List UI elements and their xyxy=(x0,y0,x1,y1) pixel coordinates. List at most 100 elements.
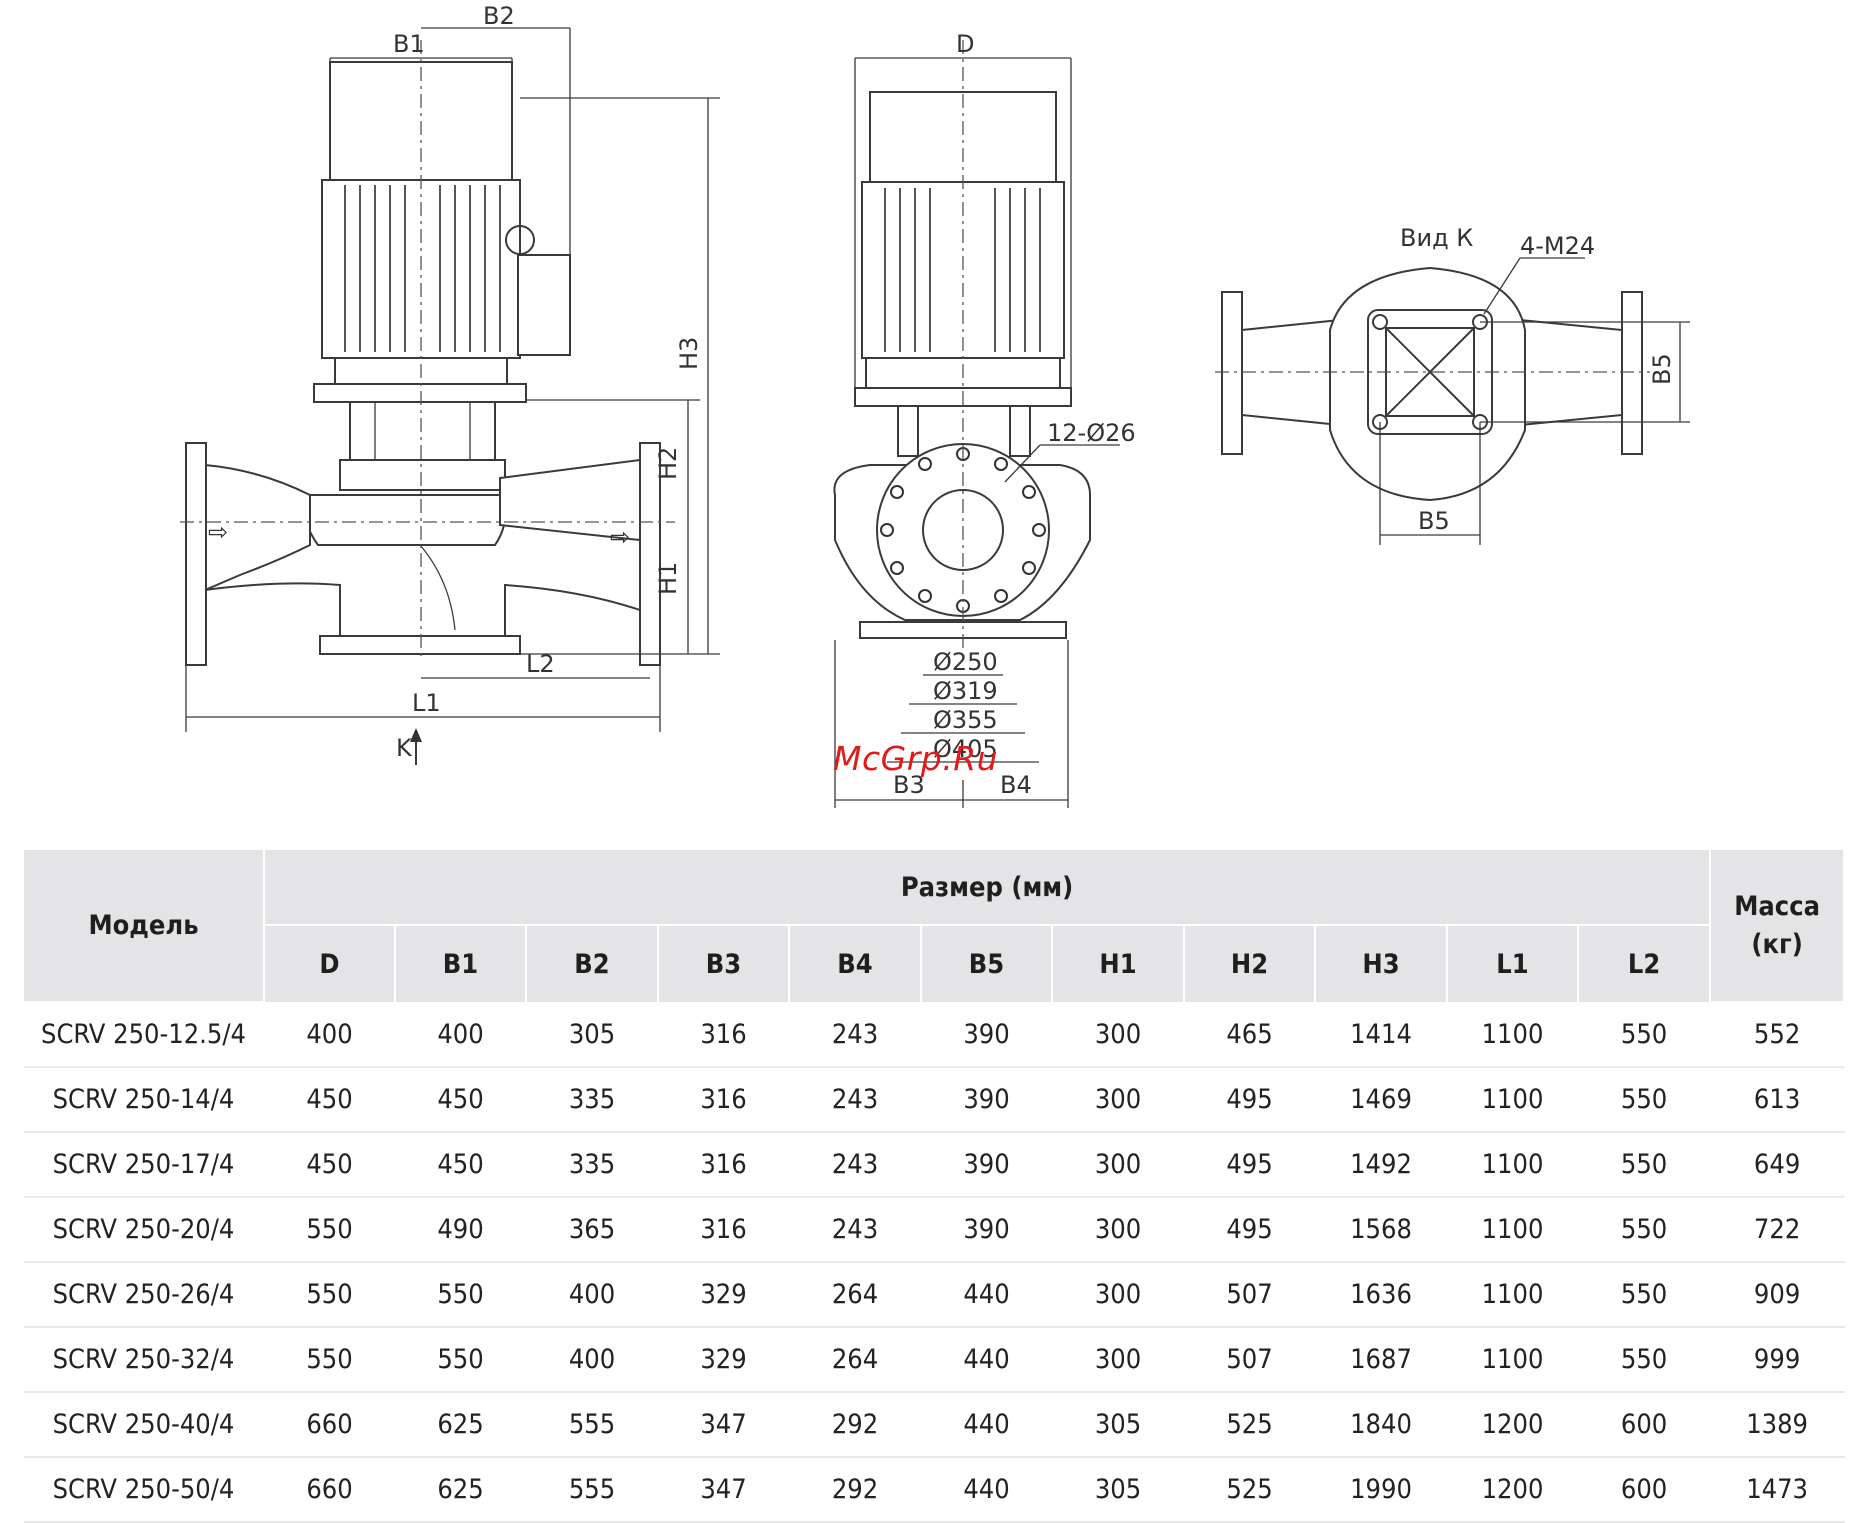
dimension-cell: 440 xyxy=(921,1327,1053,1393)
column-header: H2 xyxy=(1184,925,1316,1002)
mass-header-line1: Масса xyxy=(1734,890,1820,922)
dimension-cell: 316 xyxy=(658,1002,790,1068)
label-d319: Ø319 xyxy=(933,677,998,705)
dimension-cell: 264 xyxy=(789,1327,922,1393)
dimension-cell: 550 xyxy=(395,1327,527,1393)
dimension-cell: 450 xyxy=(395,1067,527,1133)
size-header: Размер (мм) xyxy=(264,850,1712,926)
pump-dimension-drawing: ⇨ ⇨ B1 B2 H3 H2 H1 L2 L1 K xyxy=(180,2,1690,808)
drawing-svg: ⇨ ⇨ B1 B2 H3 H2 H1 L2 L1 K xyxy=(180,2,1690,808)
dimension-cell: 507 xyxy=(1184,1262,1316,1328)
table-header-columns-row: D B1 B2 B3 B4 B5 H1 H2 H3 L1 L2 xyxy=(24,925,1844,1002)
dimension-cell: 305 xyxy=(1052,1457,1185,1523)
dimension-cell: 1687 xyxy=(1315,1327,1448,1393)
dimension-cell: 1100 xyxy=(1447,1132,1579,1198)
model-header: Модель xyxy=(24,850,265,1003)
watermark: McGrp.Ru xyxy=(833,739,999,778)
dimension-cell: 550 xyxy=(264,1327,396,1393)
dimension-cell: 440 xyxy=(921,1457,1053,1523)
dimension-cell: 335 xyxy=(526,1132,659,1198)
column-header: B2 xyxy=(526,925,659,1002)
dimension-cell: 400 xyxy=(395,1002,527,1068)
dimension-cell: 507 xyxy=(1184,1327,1316,1393)
label-b5-bottom: B5 xyxy=(1418,507,1450,535)
dimension-cell: 555 xyxy=(526,1392,659,1458)
dimension-cell: 316 xyxy=(658,1067,790,1133)
dimension-cell: 1100 xyxy=(1447,1197,1579,1263)
label-b5-side: B5 xyxy=(1648,353,1676,385)
dimension-cell: 316 xyxy=(658,1132,790,1198)
svg-text:⇨: ⇨ xyxy=(610,523,630,551)
dimension-cell: 550 xyxy=(264,1197,396,1263)
dimension-cell: 329 xyxy=(658,1327,790,1393)
model-cell: SCRV 250-17/4 xyxy=(24,1132,265,1198)
label-l1: L1 xyxy=(412,689,441,717)
dimension-cell: 1100 xyxy=(1447,1002,1579,1068)
label-h3: H3 xyxy=(675,337,703,370)
dimension-cell: 316 xyxy=(658,1197,790,1263)
dimension-cell: 390 xyxy=(921,1132,1053,1198)
dimension-cell: 660 xyxy=(264,1392,396,1458)
column-header: B5 xyxy=(921,925,1053,1002)
dimension-cell: 550 xyxy=(1578,1197,1712,1263)
view-k: Вид К 4-M24 B5 B5 xyxy=(1215,224,1690,545)
dimension-cell: 390 xyxy=(921,1197,1053,1263)
dimension-cell: 465 xyxy=(1184,1002,1316,1068)
dimension-cell: 390 xyxy=(921,1002,1053,1068)
mass-cell: 552 xyxy=(1710,1002,1846,1068)
dimension-cell: 550 xyxy=(1578,1132,1712,1198)
column-header: B4 xyxy=(789,925,922,1002)
mass-cell: 999 xyxy=(1710,1327,1846,1393)
dimension-cell: 450 xyxy=(264,1067,396,1133)
dimension-cell: 1469 xyxy=(1315,1067,1448,1133)
dimension-cell: 1568 xyxy=(1315,1197,1448,1263)
label-d: D xyxy=(956,30,974,58)
dimension-cell: 329 xyxy=(658,1262,790,1328)
dimension-cell: 550 xyxy=(264,1262,396,1328)
dimension-cell: 550 xyxy=(395,1262,527,1328)
dimension-cell: 1100 xyxy=(1447,1067,1579,1133)
model-cell: SCRV 250-20/4 xyxy=(24,1197,265,1263)
mass-cell: 613 xyxy=(1710,1067,1846,1133)
column-header: B1 xyxy=(395,925,527,1002)
column-header: H1 xyxy=(1052,925,1185,1002)
label-h2: H2 xyxy=(654,447,682,480)
mass-cell: 1389 xyxy=(1710,1392,1846,1458)
dimension-cell: 525 xyxy=(1184,1392,1316,1458)
label-b3: B3 xyxy=(893,771,925,799)
dimension-cell: 264 xyxy=(789,1262,922,1328)
model-cell: SCRV 250-14/4 xyxy=(24,1067,265,1133)
label-b4: B4 xyxy=(1000,771,1032,799)
dimension-cell: 1414 xyxy=(1315,1002,1448,1068)
dimension-cell: 300 xyxy=(1052,1197,1185,1263)
dimension-cell: 243 xyxy=(789,1002,922,1068)
dimension-cell: 450 xyxy=(395,1132,527,1198)
dimension-cell: 450 xyxy=(264,1132,396,1198)
label-d355: Ø355 xyxy=(933,706,998,734)
dimension-cell: 400 xyxy=(526,1262,659,1328)
table-header-group-row: Модель Размер (мм) Масса (кг) xyxy=(24,850,1846,1003)
column-header: L1 xyxy=(1447,925,1579,1002)
mass-cell: 1473 xyxy=(1710,1457,1846,1523)
dimension-cell: 300 xyxy=(1052,1002,1185,1068)
dimension-cell: 243 xyxy=(789,1067,922,1133)
dimension-cell: 440 xyxy=(921,1262,1053,1328)
dimension-cell: 347 xyxy=(658,1457,790,1523)
dimension-cell: 1100 xyxy=(1447,1262,1579,1328)
dimension-cell: 490 xyxy=(395,1197,527,1263)
dimension-cell: 1492 xyxy=(1315,1132,1448,1198)
dimension-cell: 1200 xyxy=(1447,1392,1579,1458)
dimension-cell: 440 xyxy=(921,1392,1053,1458)
dimension-cell: 335 xyxy=(526,1067,659,1133)
column-header: H3 xyxy=(1315,925,1448,1002)
dimension-cell: 300 xyxy=(1052,1262,1185,1328)
column-header: L2 xyxy=(1578,925,1712,1002)
label-d250: Ø250 xyxy=(933,648,998,676)
